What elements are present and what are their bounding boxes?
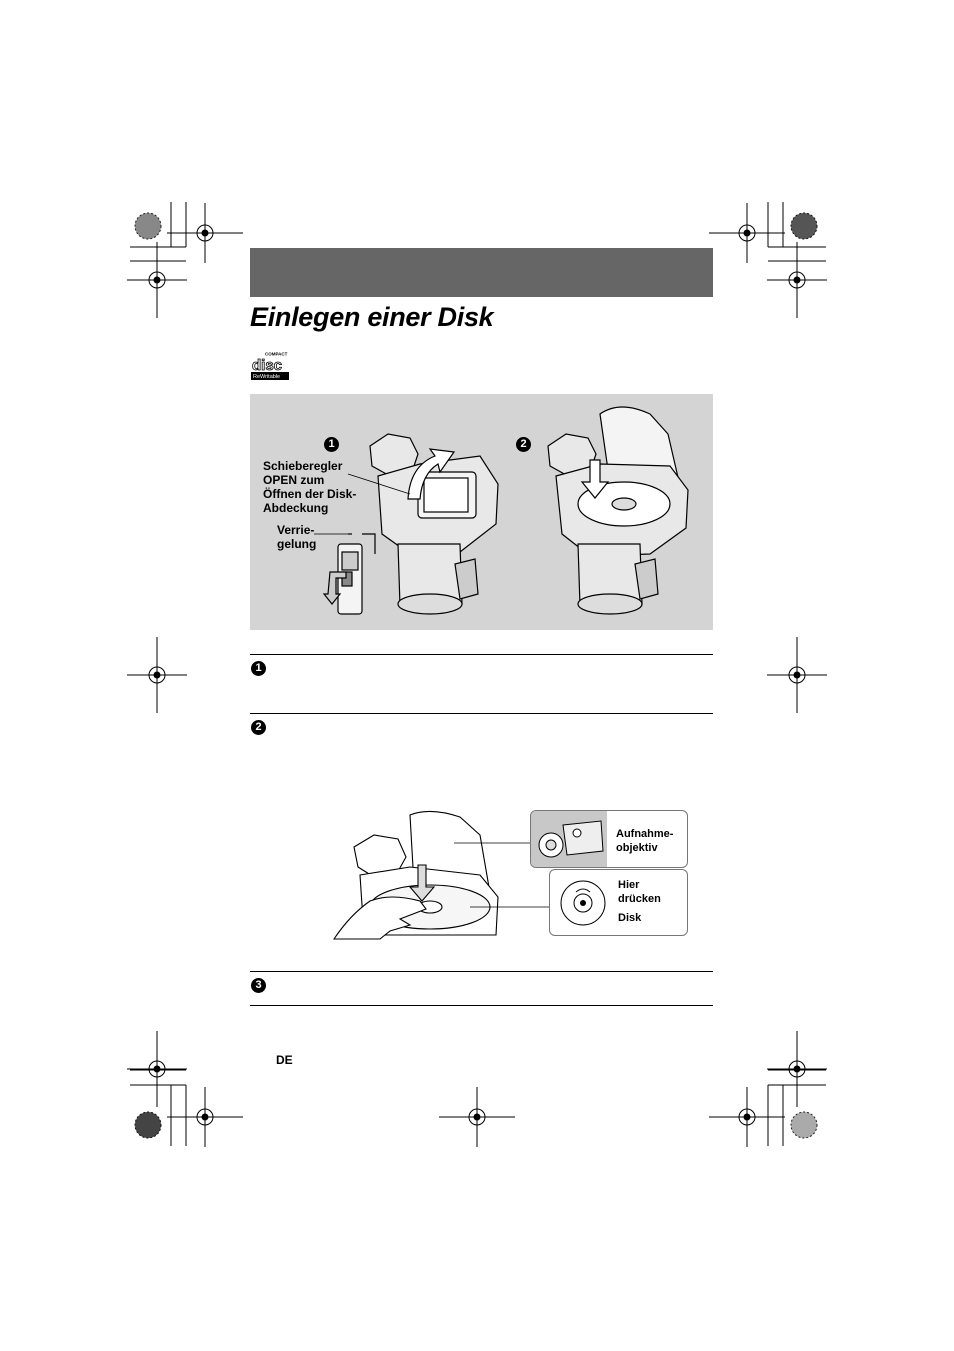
page-title: Einlegen einer Disk [250,302,494,332]
figure-camera-open-cover: 1 2 Schieberegler OPEN zum Öffnen der Di… [250,394,713,630]
hand [332,896,427,940]
viewfinder [353,834,407,878]
insert-disk-arrow [580,459,610,499]
inset-press-here: Hier drücken Disk [549,869,688,936]
step1-marker: 1 [251,661,266,676]
section-header-bar [250,248,713,297]
label-press-here: Hier drücken [618,879,661,905]
camera-illustrations [314,406,689,615]
label-lens: Aufnahme- objektiv [616,828,674,854]
step3-rule [250,971,713,972]
step3-bottom-rule [250,1005,713,1006]
figure-step1-marker: 1 [324,437,339,452]
step3-marker: 3 [251,978,266,993]
logo-disc-text: disc [252,357,282,374]
step2-rule [250,713,713,714]
label-open-slider: Schieberegler OPEN zum Öffnen der Disk- … [263,459,357,515]
label-disk: Disk [618,912,642,924]
down-arrow [408,864,436,902]
inset-lens: Aufnahme- objektiv [530,810,688,868]
logo-rewritable-text: ReWritable [253,374,280,380]
figure-insert-disk [330,805,690,940]
label-lock: Verrie- gelung [277,523,317,551]
step2-marker: 2 [251,720,266,735]
lift-arrow [407,448,456,500]
step1-rule [250,654,713,655]
figure-step2-marker: 2 [516,437,531,452]
logo-compact-text: COMPACT [265,352,288,357]
page-language-code: DE [276,1053,293,1067]
compact-disc-rewritable-logo: COMPACT disc ReWritable [251,351,289,380]
camera-1-illustration [322,433,499,615]
camera-2-illustration [547,406,689,615]
